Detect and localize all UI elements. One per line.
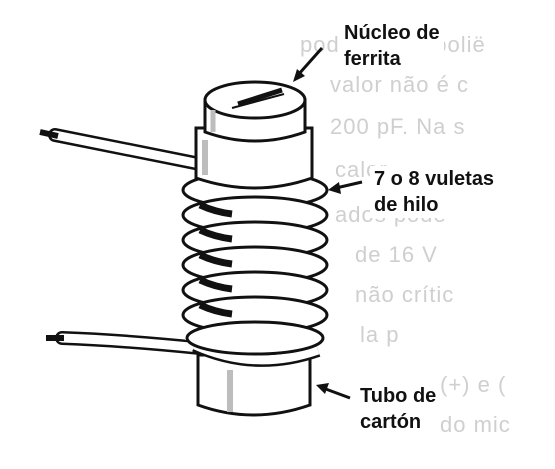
label-ferrite-core-line2: ferrita	[344, 48, 401, 70]
label-wire-turns-line1: 7 o 8 vuletas	[374, 168, 495, 190]
arrow-turns-icon	[328, 182, 341, 194]
upper-lead-wire	[39, 128, 212, 172]
label-cardboard-tube-line1: Tubo de	[360, 385, 437, 407]
background-text-line: de 16 V	[355, 242, 438, 267]
coil-turns	[181, 170, 329, 356]
leader-arrows	[293, 47, 363, 400]
background-text-line: não crític	[355, 282, 454, 307]
background-text-line: valor não é c	[330, 72, 469, 97]
label-ferrite-core-line1: Núcleo de	[344, 22, 440, 44]
cardboard-tube	[196, 353, 312, 417]
ferrite-core	[194, 80, 314, 190]
label-cardboard-tube: Tubo de cartón	[356, 383, 441, 435]
background-text-line: (+) e (	[440, 372, 506, 397]
arrow-core-icon	[293, 69, 305, 82]
label-ferrite-core: Núcleo de ferrita	[340, 20, 444, 72]
background-text-line: do mic	[440, 412, 511, 437]
background-text-line: la p	[360, 322, 399, 347]
background-print: pode ser de polië valor não é c 200 pF. …	[300, 32, 511, 437]
label-wire-turns-line2: de hilo	[374, 194, 439, 216]
label-wire-turns: 7 o 8 vuletas de hilo	[370, 166, 499, 218]
label-cardboard-tube-line2: cartón	[360, 411, 422, 433]
arrow-tube-icon	[316, 383, 329, 394]
background-text-line: 200 pF. Na s	[330, 114, 466, 139]
